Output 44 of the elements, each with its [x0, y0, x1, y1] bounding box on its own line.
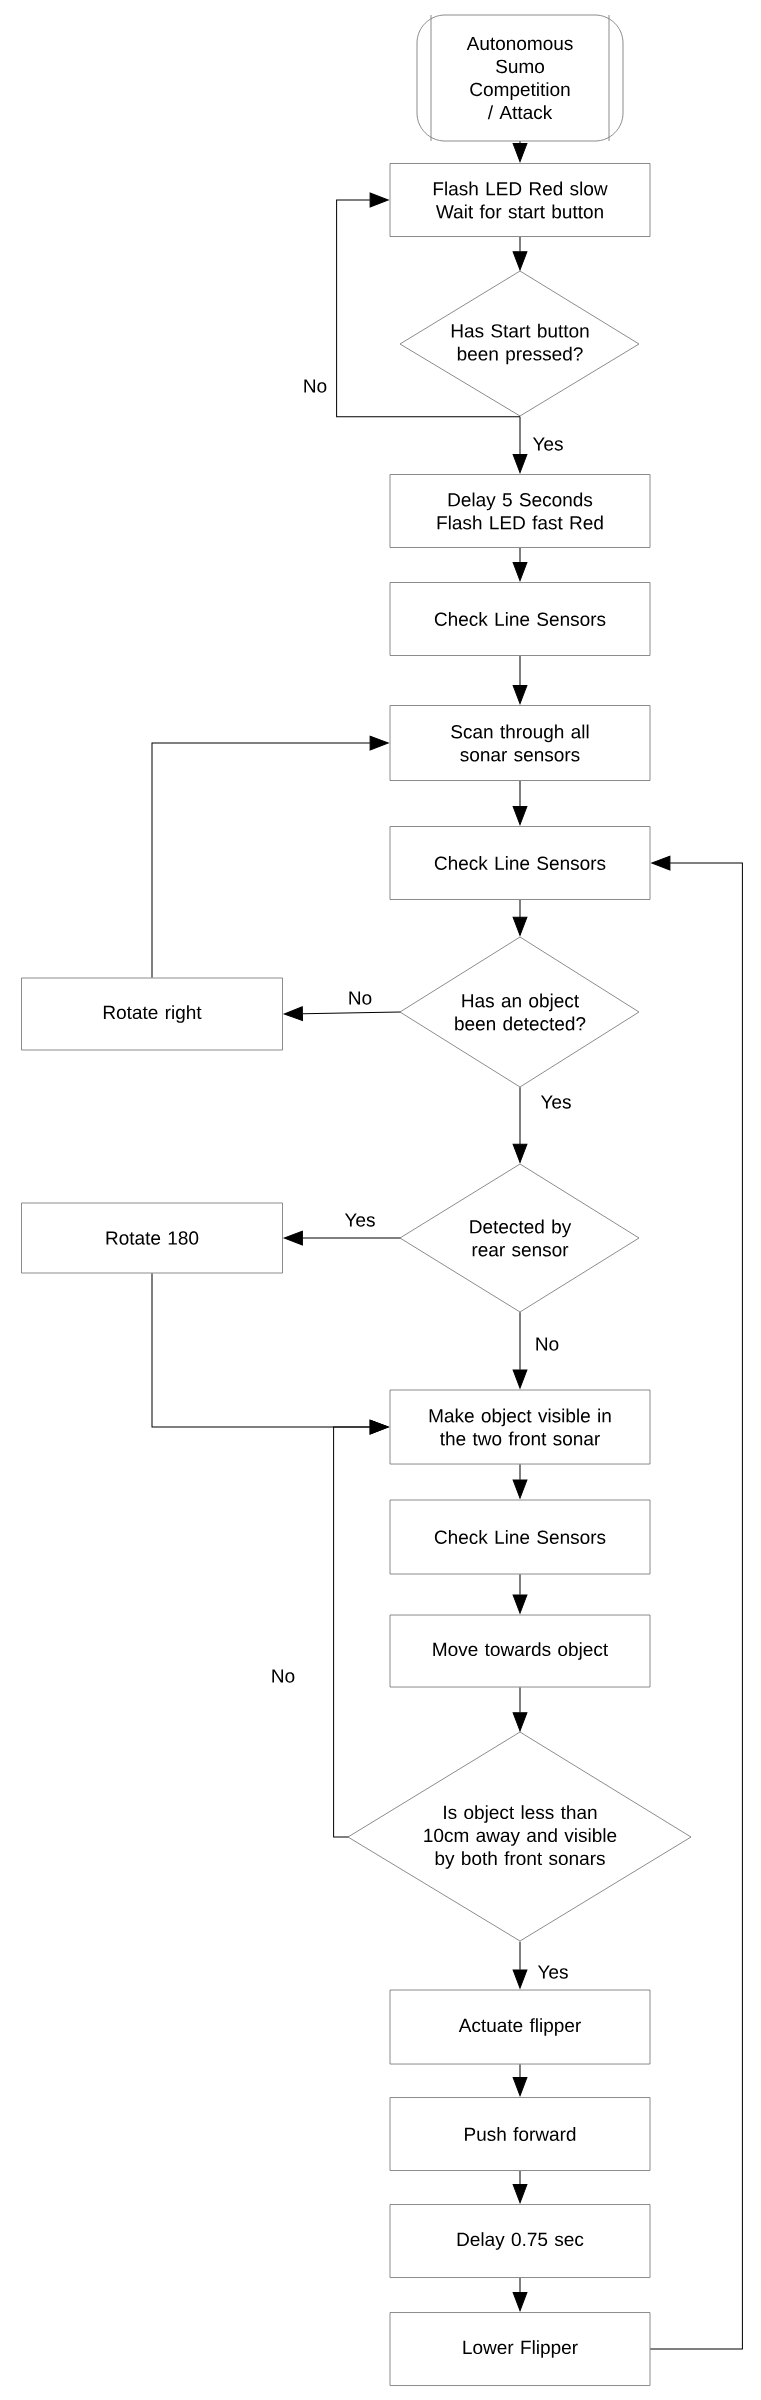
arrow	[512, 1311, 528, 1389]
arrow	[512, 2277, 528, 2312]
arrow	[512, 780, 528, 826]
edge-label: No	[346, 990, 374, 1006]
arrow	[333, 1419, 389, 1838]
process-box: Check Line Sensors	[389, 826, 651, 900]
edge-label: Yes	[539, 1094, 573, 1110]
arrow	[512, 899, 528, 936]
process-box: Check Line Sensors	[389, 1499, 651, 1575]
process-box: Delay 5 Seconds Flash LED fast Red	[389, 474, 651, 548]
arrow	[283, 1006, 401, 1022]
process-box: Rotate right	[21, 977, 283, 1051]
arrow	[512, 2063, 528, 2097]
process-box: Push forward	[389, 2097, 651, 2171]
process-box: Flash LED Red slow Wait for start button	[389, 163, 651, 237]
arrow	[336, 192, 521, 418]
edge-label: No	[533, 1336, 561, 1352]
edge-label: Yes	[531, 436, 565, 452]
arrow	[512, 1086, 528, 1163]
arrow	[512, 547, 528, 582]
process-box: Lower Flipper	[389, 2312, 651, 2386]
edge-label: Yes	[536, 1964, 570, 1980]
arrow	[512, 1573, 528, 1614]
arrow	[512, 1941, 528, 1989]
process-box: Actuate flipper	[389, 1989, 651, 2065]
arrow	[512, 1463, 528, 1499]
arrow	[512, 655, 528, 705]
process-box: Move towards object	[389, 1614, 651, 1688]
edge-label: No	[301, 378, 329, 394]
arrow	[512, 236, 528, 271]
arrow	[512, 2170, 528, 2204]
process-box: Rotate 180	[21, 1202, 283, 1274]
edge-label: No	[269, 1668, 297, 1684]
arrow	[512, 1686, 528, 1732]
arrow	[512, 416, 528, 474]
process-box: Scan through all sonar sensors	[389, 705, 651, 781]
process-box: Make object visible in the two front sonar	[389, 1389, 651, 1465]
edge-label: Yes	[343, 1212, 377, 1228]
arrow	[283, 1230, 401, 1246]
process-box: Delay 0.75 sec	[389, 2204, 651, 2278]
arrow	[649, 855, 743, 2350]
arrow	[512, 140, 528, 163]
process-box: Check Line Sensors	[389, 582, 651, 656]
arrow	[151, 735, 389, 979]
